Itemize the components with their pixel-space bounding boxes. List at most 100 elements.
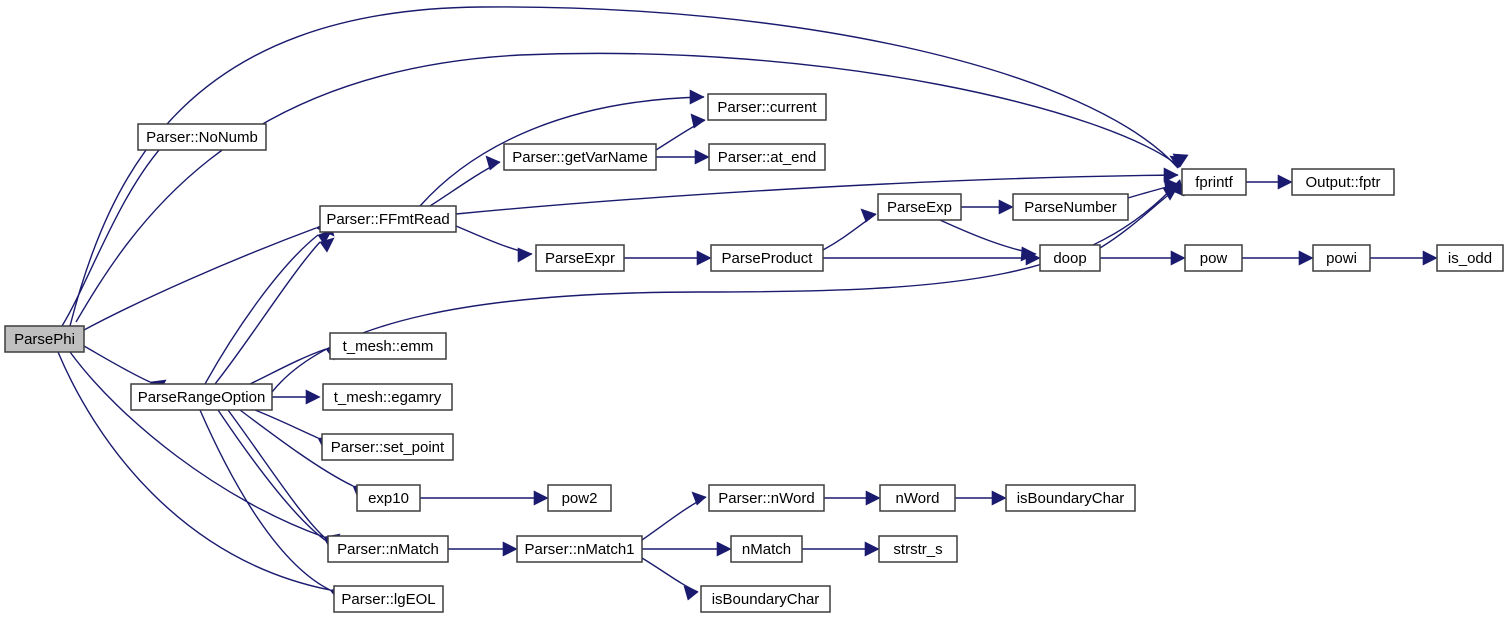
node-box[interactable] <box>503 143 657 171</box>
node-egamry[interactable]: t_mesh::egamry <box>322 383 453 411</box>
node-ffmtread[interactable]: Parser::FFmtRead <box>319 205 457 233</box>
node-box[interactable] <box>1181 168 1247 196</box>
edge-nword_p-to-nword <box>824 490 881 506</box>
node-lgeol[interactable]: Parser::lgEOL <box>333 585 444 613</box>
node-label: ParseExp <box>887 199 952 216</box>
node-box[interactable] <box>319 205 457 233</box>
node-box[interactable] <box>700 585 831 613</box>
node-fprintf[interactable]: fprintf <box>1181 168 1247 196</box>
node-label: Parser::nMatch1 <box>524 541 634 558</box>
node-nmatch1[interactable]: Parser::nMatch1 <box>516 535 643 563</box>
node-getvarname[interactable]: Parser::getVarName <box>503 143 657 171</box>
arrow-head-icon <box>865 490 881 506</box>
node-label: strstr_s <box>893 541 942 558</box>
node-box[interactable] <box>1005 484 1136 512</box>
node-is_odd[interactable]: is_odd <box>1436 244 1504 272</box>
node-set_point[interactable]: Parser::set_point <box>321 433 454 461</box>
node-nmatch_p[interactable]: Parser::nMatch <box>327 535 449 563</box>
node-box[interactable] <box>1436 244 1504 272</box>
node-at_end[interactable]: Parser::at_end <box>708 143 826 171</box>
node-nword[interactable]: nWord <box>879 484 956 512</box>
node-pow2[interactable]: pow2 <box>547 484 612 512</box>
node-strstr_s[interactable]: strstr_s <box>878 535 958 563</box>
arrow-head-icon <box>1020 246 1037 262</box>
node-label: Parser::lgEOL <box>341 591 435 608</box>
edge-ffmtread-to-getvarname <box>429 155 501 207</box>
edge-parseproduct-to-doop <box>823 250 1041 266</box>
edge-parserangeoption-to-egamry <box>272 389 321 405</box>
edge-getvarname-to-current <box>655 113 706 151</box>
node-box[interactable] <box>535 244 625 272</box>
edge-line <box>249 348 327 385</box>
node-box[interactable] <box>1291 168 1395 196</box>
node-box[interactable] <box>329 332 447 360</box>
node-parseproduct[interactable]: ParseProduct <box>710 244 824 272</box>
node-current[interactable]: Parser::current <box>707 93 827 121</box>
node-nmatch[interactable]: nMatch <box>730 535 803 563</box>
node-box[interactable] <box>322 383 453 411</box>
arrow-head-icon <box>517 247 533 263</box>
edge-nmatch_p-to-nmatch1 <box>448 541 518 557</box>
node-emm[interactable]: t_mesh::emm <box>329 332 447 360</box>
node-box[interactable] <box>708 484 825 512</box>
node-parsephi[interactable]: ParsePhi <box>4 325 85 353</box>
edge-pow-to-powi <box>1242 250 1314 266</box>
node-box[interactable] <box>1312 244 1371 272</box>
node-box[interactable] <box>547 484 612 512</box>
node-label: ParsePhi <box>14 331 75 348</box>
edge-line <box>57 351 331 591</box>
edge-line <box>69 351 325 538</box>
node-box[interactable] <box>879 484 956 512</box>
edge-line <box>75 52 1181 323</box>
edge-parseexp-to-doop <box>939 219 1037 262</box>
node-box[interactable] <box>878 535 958 563</box>
edge-parsephi-to-ffmtread <box>83 219 335 331</box>
node-box[interactable] <box>1012 193 1129 221</box>
edge-parserangeoption-to-emm <box>249 346 343 385</box>
node-box[interactable] <box>710 244 824 272</box>
node-nword_p[interactable]: Parser::nWord <box>708 484 825 512</box>
node-box[interactable] <box>877 193 962 221</box>
node-parserangeoption[interactable]: ParseRangeOption <box>130 383 273 411</box>
node-label: Parser::FFmtRead <box>326 211 449 228</box>
node-box[interactable] <box>356 484 421 512</box>
edge-parsephi-to-nmatch_p <box>69 351 341 549</box>
node-exp10[interactable]: exp10 <box>356 484 421 512</box>
node-box[interactable] <box>327 535 449 563</box>
node-parseexpr[interactable]: ParseExpr <box>535 244 625 272</box>
node-box[interactable] <box>730 535 803 563</box>
node-box[interactable] <box>321 433 454 461</box>
node-box[interactable] <box>1184 244 1243 272</box>
edge-line <box>641 557 699 593</box>
node-powi[interactable]: powi <box>1312 244 1371 272</box>
node-isboundarychar2[interactable]: isBoundaryChar <box>700 585 831 613</box>
node-isboundarychar1[interactable]: isBoundaryChar <box>1005 484 1136 512</box>
edge-line <box>227 409 325 538</box>
node-pow[interactable]: pow <box>1184 244 1243 272</box>
node-box[interactable] <box>137 123 267 151</box>
node-parsenumber[interactable]: ParseNumber <box>1012 193 1129 221</box>
node-box[interactable] <box>707 93 827 121</box>
edge-doop-to-pow <box>1100 250 1186 266</box>
arrow-head-icon <box>502 541 518 557</box>
edge-line <box>217 409 326 541</box>
node-box[interactable] <box>708 143 826 171</box>
node-box[interactable] <box>4 325 85 353</box>
node-label: fprintf <box>1195 174 1233 191</box>
edge-line <box>83 227 317 331</box>
arrow-head-icon <box>998 199 1014 215</box>
node-box[interactable] <box>130 383 273 411</box>
node-parseexp[interactable]: ParseExp <box>877 193 962 221</box>
edge-line <box>455 174 1179 215</box>
arrow-head-icon <box>1298 250 1314 266</box>
node-box[interactable] <box>516 535 643 563</box>
edge-parsephi-to-nonumb <box>61 127 187 327</box>
node-nonumb[interactable]: Parser::NoNumb <box>137 123 267 151</box>
edge-parserangeoption-to-nmatch_p <box>227 409 341 550</box>
node-outputfptr[interactable]: Output::fptr <box>1291 168 1395 196</box>
node-box[interactable] <box>333 585 444 613</box>
node-label: Parser::nWord <box>718 490 814 507</box>
node-box[interactable] <box>1039 244 1101 272</box>
node-doop[interactable]: doop <box>1039 244 1101 272</box>
